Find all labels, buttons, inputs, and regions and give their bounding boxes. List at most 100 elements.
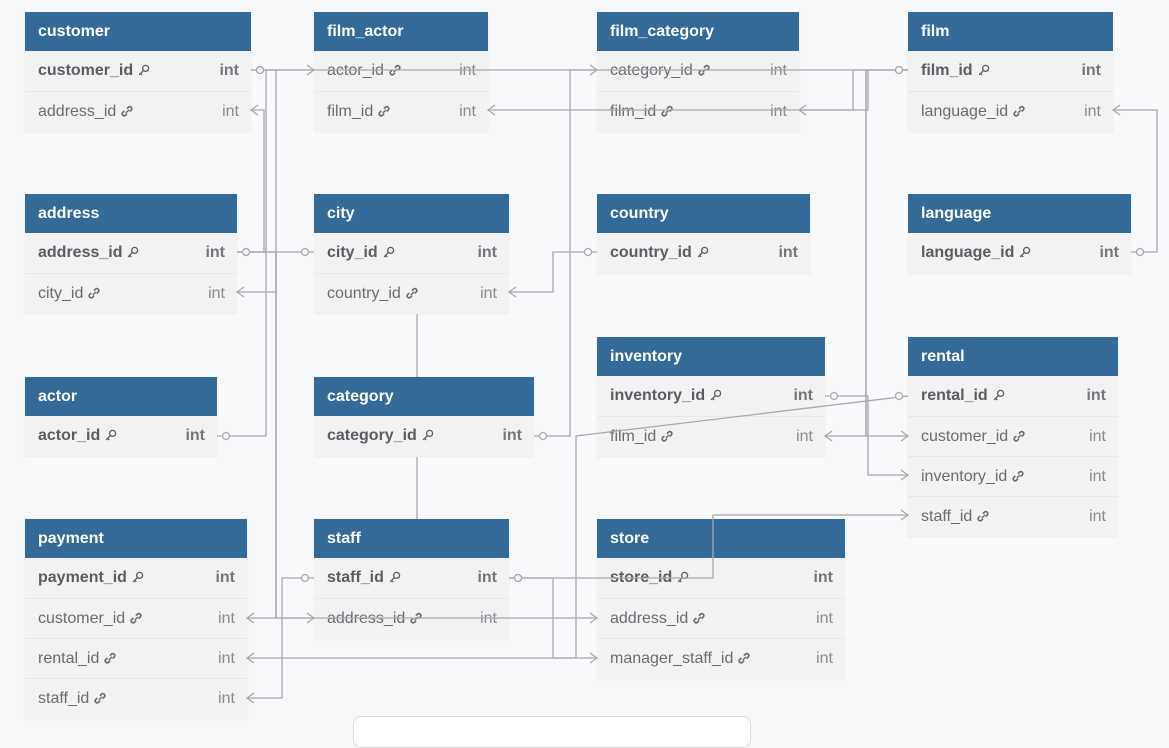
- relationship-line[interactable]: [799, 69, 908, 111]
- relationship-line[interactable]: [534, 69, 597, 437]
- key-icon: [1019, 246, 1031, 258]
- column-name: film_id: [921, 51, 990, 91]
- column-name: actor_id: [38, 416, 117, 456]
- column-type: int: [218, 650, 235, 667]
- column-row[interactable]: staff_id int: [314, 558, 509, 598]
- column-name: payment_id: [38, 558, 144, 598]
- relationship-line[interactable]: [825, 395, 908, 476]
- table-header[interactable]: category: [314, 377, 534, 416]
- column-name: store_id: [610, 558, 689, 598]
- table-header[interactable]: actor: [25, 377, 217, 416]
- table-header[interactable]: language: [908, 194, 1131, 233]
- table-header[interactable]: store: [597, 519, 845, 558]
- column-name-text: category_id: [610, 62, 693, 79]
- column-row[interactable]: payment_id int: [25, 558, 247, 598]
- table-header[interactable]: address: [25, 194, 237, 233]
- column-name-text: payment_id: [38, 569, 127, 586]
- table-header[interactable]: film_actor: [314, 12, 488, 51]
- column-name: staff_id: [327, 558, 401, 598]
- table-header[interactable]: customer: [25, 12, 251, 51]
- key-icon: [710, 389, 722, 401]
- table-header[interactable]: film: [908, 12, 1113, 51]
- relationship-line[interactable]: [247, 577, 314, 699]
- table-header[interactable]: country: [597, 194, 810, 233]
- link-icon: [1013, 430, 1025, 442]
- column-name: country_id: [610, 233, 709, 273]
- table-header[interactable]: payment: [25, 519, 247, 558]
- many-marker: [589, 64, 599, 76]
- table-header[interactable]: city: [314, 194, 509, 233]
- table-header[interactable]: film_category: [597, 12, 799, 51]
- many-marker: [235, 286, 245, 298]
- column-row[interactable]: rental_id int: [25, 638, 247, 678]
- column-name-text: film_id: [610, 428, 657, 445]
- relationship-line[interactable]: [237, 109, 265, 253]
- relationship-line[interactable]: [509, 251, 597, 293]
- key-icon: [389, 571, 401, 583]
- column-name: rental_id: [38, 639, 116, 679]
- table-header[interactable]: staff: [314, 519, 509, 558]
- many-marker: [900, 509, 910, 521]
- relationship-line[interactable]: [247, 69, 277, 619]
- relationship-line[interactable]: [825, 69, 908, 437]
- link-icon: [738, 652, 750, 664]
- relationship-line[interactable]: [237, 251, 314, 293]
- column-type: int: [477, 569, 497, 586]
- column-type: int: [215, 569, 235, 586]
- one-marker: [1135, 247, 1145, 257]
- table-header[interactable]: inventory: [597, 337, 825, 376]
- column-name-text: country_id: [327, 285, 401, 302]
- relationship-line[interactable]: [509, 577, 597, 659]
- bottom-toolbar[interactable]: [353, 716, 751, 748]
- column-type: int: [219, 62, 239, 79]
- column-name-text: staff_id: [327, 569, 384, 586]
- one-marker: [894, 65, 904, 75]
- link-icon: [698, 64, 710, 76]
- relationship-line[interactable]: [237, 251, 314, 619]
- table-header[interactable]: rental: [908, 337, 1118, 376]
